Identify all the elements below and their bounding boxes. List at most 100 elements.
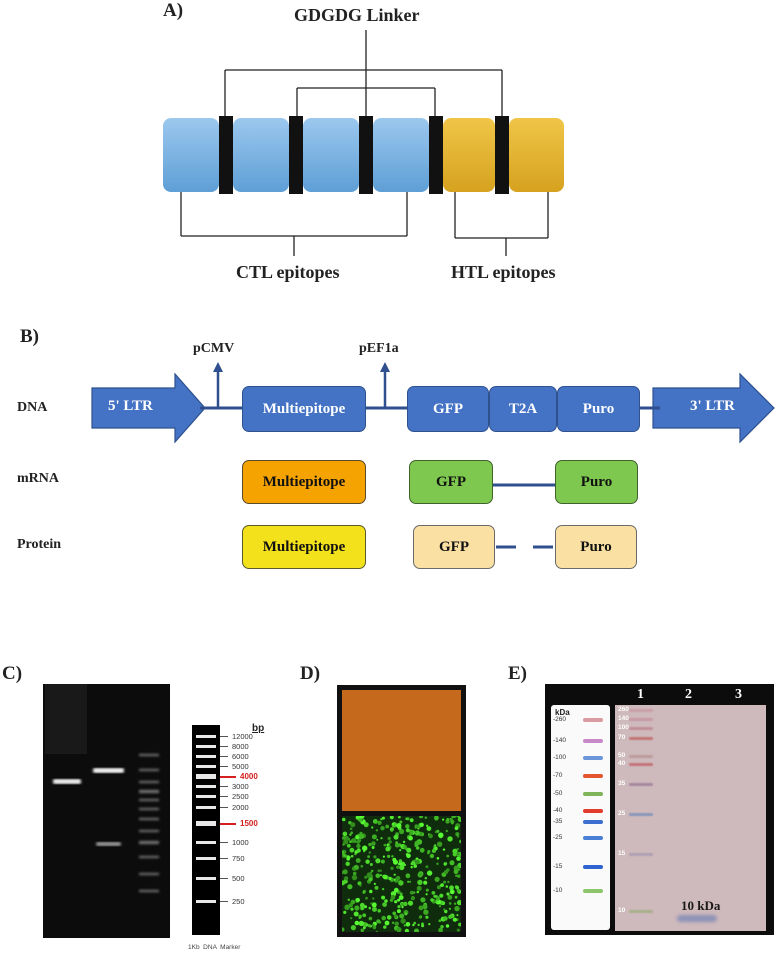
gfp-cell: [370, 870, 373, 874]
panel-e-label: E): [508, 663, 527, 684]
gfp-cell: [456, 847, 459, 851]
gfp-cell: [444, 869, 449, 875]
gfp-cell: [371, 841, 376, 846]
blot-marker-label: 70: [618, 734, 626, 741]
gfp-cell: [391, 921, 395, 925]
gfp-cell: [376, 930, 378, 932]
gfp-cell: [363, 926, 366, 930]
gfp-cell: [373, 855, 377, 859]
gfp-cell: [431, 891, 436, 895]
gfp-cell: [346, 855, 350, 859]
gfp-cell: [384, 899, 388, 903]
marker-size-label: -10: [553, 887, 563, 894]
gfp-cell: [387, 836, 391, 841]
gfp-cell: [402, 840, 406, 844]
linker-label: GDGDG Linker: [294, 5, 420, 25]
gfp-cell: [370, 902, 373, 905]
gfp-cell: [396, 909, 401, 914]
ladder-tick: 3000: [220, 782, 249, 791]
gfp-cell: [385, 824, 390, 829]
gfp-cell: [395, 841, 398, 845]
ladder-tick: 750: [220, 854, 245, 863]
gfp-cell: [425, 893, 428, 896]
gfp-cell: [344, 904, 350, 911]
gfp-cell: [368, 906, 372, 910]
gfp-cell: [356, 848, 361, 853]
gfp-cell: [446, 892, 450, 896]
ladder-tick: 12000: [220, 732, 253, 741]
gfp-cell: [412, 923, 415, 927]
ladder-tick: 4000: [220, 772, 258, 781]
gfp-cell: [419, 816, 424, 819]
marker-band: [583, 756, 603, 760]
gel-band-lane1: [53, 779, 81, 784]
linker-block: [289, 116, 303, 194]
gfp-cell: [410, 866, 413, 869]
gfp-cell: [385, 846, 391, 852]
gfp-cell: [445, 829, 448, 833]
gfp-cell: [446, 854, 450, 858]
ladder-tick-mark: [220, 746, 228, 747]
ladder-tick: 2000: [220, 803, 249, 812]
pcmv-arrowhead: [213, 362, 223, 372]
ladder-tick-mark: [220, 822, 236, 825]
gfp-cell: [438, 927, 443, 932]
dna-t2a-box: T2A: [489, 386, 557, 432]
marker-size-label: -15: [553, 863, 563, 870]
gel-band-lane2-upper: [93, 768, 124, 773]
gfp-cell: [368, 916, 373, 921]
ladder-tick-label: 12000: [232, 732, 253, 741]
gfp-cell: [368, 876, 373, 882]
gfp-cell: [431, 848, 436, 853]
gfp-cell: [407, 900, 414, 906]
gfp-cell: [409, 880, 412, 883]
gfp-cell: [381, 915, 386, 921]
row-label-dna: DNA: [17, 400, 48, 415]
gfp-cell: [426, 870, 433, 876]
gfp-cell: [362, 890, 366, 894]
gfp-cell: [353, 865, 358, 869]
gfp-cell: [445, 885, 449, 888]
pef1a-promoter-label: pEF1a: [359, 341, 399, 356]
gfp-cell: [457, 874, 461, 878]
linker-block: [429, 116, 443, 194]
ladder-bands: [196, 735, 216, 903]
ladder-tick: 500: [220, 874, 245, 883]
blot-marker-label: 35: [618, 780, 626, 787]
blot-marker-band: [629, 709, 653, 712]
gfp-cell: [430, 898, 434, 902]
gfp-cell: [406, 847, 412, 853]
ladder-tick-mark: [220, 786, 228, 787]
gfp-cell: [440, 883, 444, 887]
gfp-cell: [398, 859, 403, 863]
gfp-cell: [373, 882, 377, 886]
gfp-cell: [454, 895, 458, 899]
gfp-cell: [358, 833, 364, 839]
dna-puro-box: Puro: [557, 386, 640, 432]
marker-size-label: -25: [553, 834, 563, 841]
linker-block: [495, 116, 509, 194]
ladder-tick: 250: [220, 897, 245, 906]
gfp-cell: [449, 860, 455, 866]
gfp-cell: [371, 846, 375, 849]
panel-c-label: C): [2, 663, 23, 684]
gfp-cell: [399, 828, 405, 835]
gfp-cell: [363, 822, 369, 828]
gfp-cell: [405, 824, 410, 829]
gfp-cell: [424, 816, 427, 819]
ladder-tick-label: 1500: [240, 819, 258, 828]
gfp-cell: [372, 906, 377, 912]
gfp-cell: [453, 902, 457, 905]
gfp-cell: [355, 858, 361, 863]
gfp-cell: [407, 880, 410, 883]
gfp-cell: [403, 901, 408, 907]
expression-cassette-diagram: [91, 362, 775, 549]
gfp-cell: [400, 918, 406, 924]
ladder-tick-label: 750: [232, 854, 245, 863]
protein-gfp-box: GFP: [413, 525, 495, 569]
pcmv-promoter-label: pCMV: [193, 341, 235, 356]
ladder-tick-mark: [220, 901, 228, 902]
gfp-cell: [455, 874, 458, 877]
gfp-cell: [398, 895, 404, 900]
ladder-tick-mark: [220, 807, 228, 808]
